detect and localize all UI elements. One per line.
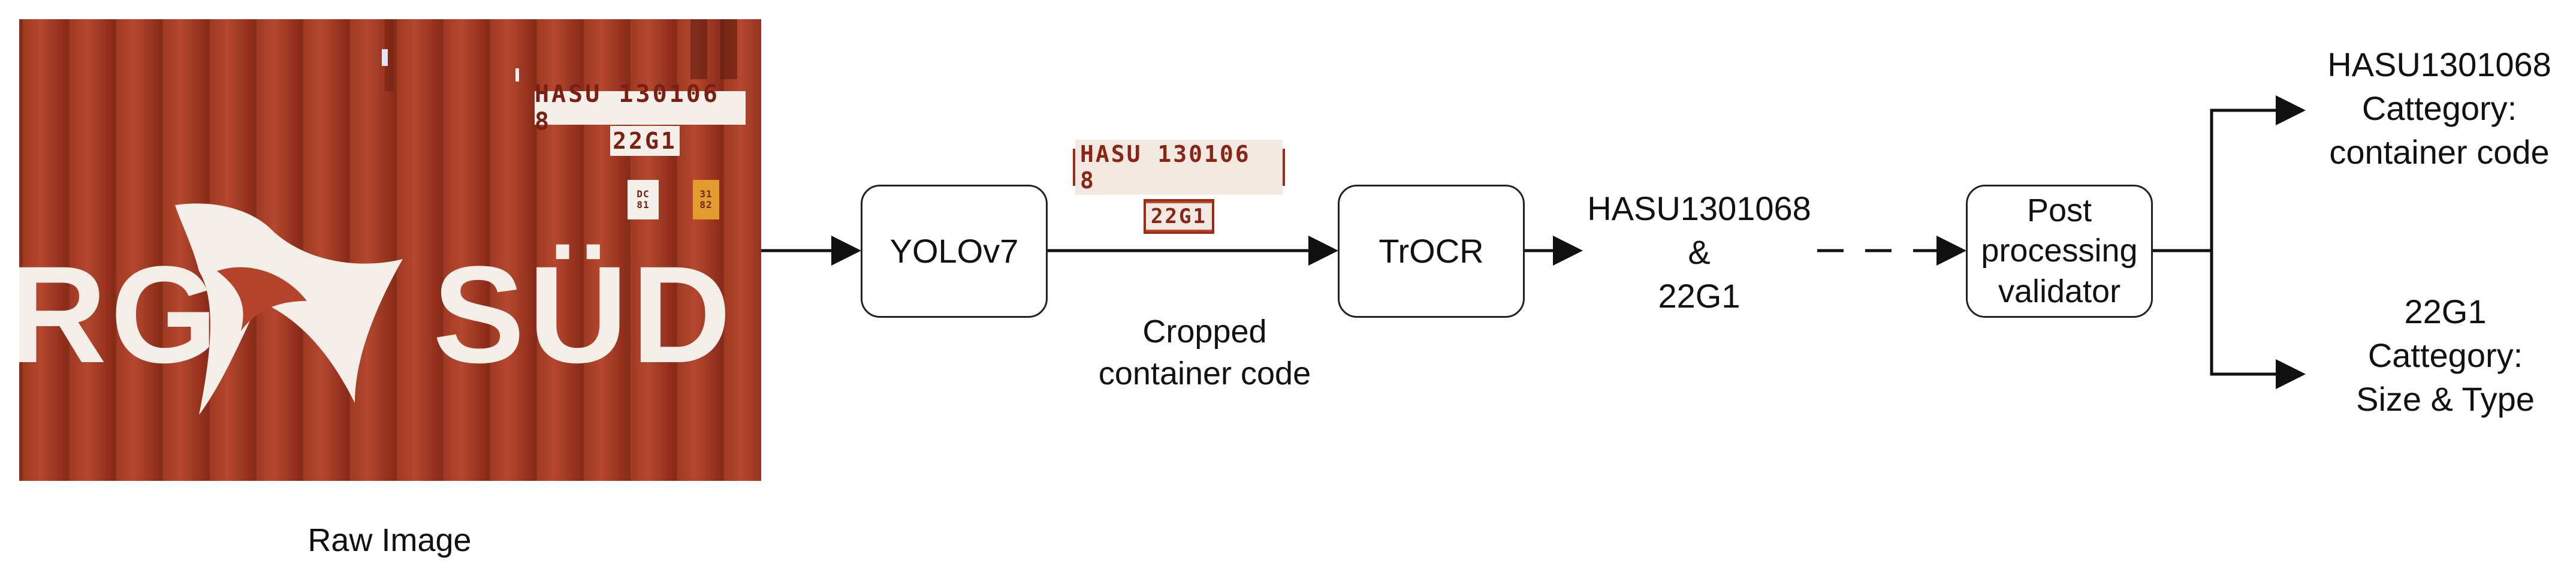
raw-image-caption: Raw Image xyxy=(307,522,472,558)
arrow-to-container-code xyxy=(2210,95,2306,251)
output-container-code: HASU1301068 Cattegory: container code xyxy=(2327,46,2551,171)
yolov7-node: YOLOv7 xyxy=(861,185,1048,318)
output-size-type: 22G1 Cattegory: Size & Type xyxy=(2356,293,2535,418)
cropped-size-type-image: 22G1 xyxy=(1144,199,1214,234)
logo-text-right: SÜD xyxy=(433,237,735,392)
marking-badge: DC 81 xyxy=(628,180,659,219)
arrow-to-size-type xyxy=(2210,251,2306,389)
size-type-stencil: 22G1 xyxy=(610,126,680,156)
cropped-code-image: HASU 130106 8 xyxy=(1073,140,1285,195)
logo-wave xyxy=(175,203,403,415)
ocr-result: HASU1301068 & 22G1 xyxy=(1587,189,1811,315)
validator-node: Post processing validator xyxy=(1966,185,2153,318)
marking-badge: 31 82 xyxy=(693,180,719,219)
cropped-size-type-text: 22G1 xyxy=(1146,203,1212,230)
raw-image: RG SÜD HASU 130106 8 22G1 DC 81 31 82 xyxy=(19,19,761,481)
cropped-caption: Cropped container code xyxy=(1098,314,1311,392)
logo-text-left: RG xyxy=(19,237,221,392)
cropped-code-text: HASU 130106 8 xyxy=(1075,140,1283,195)
trocr-node: TrOCR xyxy=(1338,185,1525,318)
